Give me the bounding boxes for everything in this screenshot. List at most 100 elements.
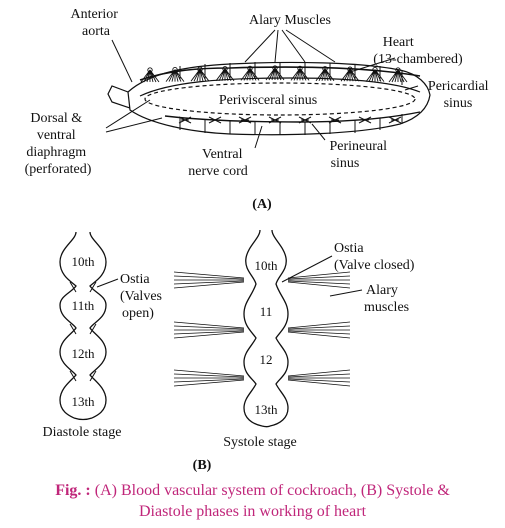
perineural-sinus-label-1: Perineural: [329, 139, 387, 154]
systole-heart: [243, 229, 289, 428]
alary-fan: [190, 68, 210, 82]
systole-ostia-label: Ostia (Valve closed): [334, 241, 415, 273]
ganglion: [328, 116, 342, 124]
ostium-dot: [322, 66, 328, 72]
ostium-dot: [347, 66, 353, 72]
alary-fan: [140, 69, 160, 83]
ganglion: [358, 116, 372, 124]
perineural-sinus-label: Perineural sinus: [329, 139, 390, 171]
systole-alary-muscles: [173, 271, 351, 387]
anterior-aorta-label-1: Anterior: [71, 7, 119, 22]
systole-alary-pointer: [329, 289, 363, 297]
segment-ticks: [179, 62, 403, 135]
ganglion: [178, 116, 192, 124]
ostium-dot: [272, 65, 278, 71]
systole-alary-label-1: Alary: [366, 283, 398, 298]
diastole-ostia-label-2: (Valves: [120, 289, 162, 304]
caption-line-1-text: (A) Blood vascular system of cockroach, …: [90, 482, 450, 499]
segment-inner-line: [139, 77, 421, 97]
diastole-chamber-labels: 10th 11th 12th 13th: [71, 254, 95, 409]
alary-muscle-band: [173, 321, 351, 339]
ganglion: [208, 116, 222, 124]
systole-ostia-label-1: Ostia: [334, 241, 364, 256]
diaphragm-label-1: Dorsal &: [30, 111, 82, 126]
systole-ostia-label-2: (Valve closed): [334, 258, 415, 273]
ostium-dot: [372, 66, 378, 73]
diaphragm-label: Dorsal & ventral diaphragm (perforated): [25, 111, 92, 177]
ventral-nerve-cord-label-1: Ventral: [202, 147, 243, 162]
alary-fan: [315, 68, 335, 82]
alary-fan: [265, 67, 285, 81]
alary-fan: [290, 68, 310, 81]
systole-chamber-12: 12: [260, 352, 273, 367]
systole-chamber-13: 13th: [254, 402, 278, 417]
systole-stage-label: Systole stage: [223, 435, 297, 450]
diaphragm-label-3: diaphragm: [26, 145, 86, 160]
ventral-nerve-cord-label: Ventral nerve cord: [188, 147, 247, 179]
diastole-heart: [59, 231, 107, 421]
diastole-chamber-11: 11th: [72, 298, 95, 313]
perineural-sinus-label-2: sinus: [331, 156, 360, 171]
diastole-chamber-10: 10th: [71, 254, 95, 269]
alary-fan: [215, 68, 235, 82]
heart-label-1: Heart: [383, 35, 414, 50]
systole-chamber-10: 10th: [254, 258, 278, 273]
figure-caption-line-1: Fig. : (A) Blood vascular system of cock…: [0, 482, 505, 500]
diastole-ostia-label-1: Ostia: [120, 272, 150, 287]
alary-fan: [340, 68, 360, 82]
systole-ostia-pointer: [281, 255, 333, 283]
alary-fan: [165, 69, 185, 82]
anterior-aorta: [107, 85, 131, 109]
diastole-ostia-label-3: open): [122, 306, 154, 321]
ganglia: [178, 116, 402, 124]
alary-fan: [240, 68, 260, 81]
ganglion: [238, 116, 252, 124]
systole-chamber-11: 11: [260, 304, 273, 319]
panel-a-pointers: [105, 29, 419, 149]
ganglion: [268, 116, 282, 124]
diaphragm-label-4: (perforated): [25, 162, 92, 177]
diastole-heart-left-wall: [59, 231, 77, 419]
alary-fan: [388, 69, 408, 83]
systole-alary-label: Alary muscles: [364, 283, 409, 315]
caption-prefix: Fig. :: [55, 482, 91, 499]
ostium-dot: [197, 66, 203, 72]
ventral-nerve-cord-label-2: nerve cord: [188, 164, 247, 179]
ostium-dot: [297, 65, 303, 72]
alary-fan: [365, 69, 385, 82]
systole-heart-left-wall: [243, 229, 263, 427]
systole-alary-label-2: muscles: [364, 300, 409, 315]
ostium-dot: [172, 66, 178, 73]
ostium-dot: [395, 67, 401, 73]
diastole-heart-right-wall: [89, 231, 107, 419]
ganglion: [388, 116, 402, 124]
alary-muscles-label: Alary Muscles: [249, 13, 331, 28]
alary-muscle-fans: [140, 65, 408, 83]
pericardial-sinus-label-1: Pericardial: [428, 79, 489, 94]
ostium-dot: [247, 65, 253, 72]
diastole-ostia-label: Ostia (Valves open): [120, 272, 166, 321]
panel-b-label: (B): [193, 458, 212, 473]
perivisceral-sinus-ellipse: [144, 82, 416, 116]
pericardial-sinus-label: Pericardial sinus: [428, 79, 492, 111]
perivisceral-sinus-label: Perivisceral sinus: [219, 93, 317, 108]
anterior-aorta-label: Anterior aorta: [71, 7, 122, 39]
ostium-dot: [222, 66, 228, 72]
pericardial-sinus-label-2: sinus: [444, 96, 473, 111]
anterior-aorta-label-2: aorta: [82, 24, 111, 39]
diastole-ostia-pointer: [96, 278, 119, 288]
panel-a-label: (A): [252, 197, 272, 212]
figure-caption-line-2: Diastole phases in working of heart: [138, 503, 367, 520]
systole-heart-right-wall: [269, 229, 289, 427]
diastole-ostia-valves: [69, 281, 97, 382]
heart-label: Heart (13-chambered): [373, 35, 463, 67]
diaphragm-label-2: ventral: [37, 128, 76, 143]
ganglion: [298, 116, 312, 124]
ventral-nerve-cord: [164, 111, 421, 123]
alary-muscle-band: [173, 369, 351, 387]
heart-label-2: (13-chambered): [373, 52, 463, 67]
systole-chamber-labels: 10th 11 12 13th: [254, 258, 278, 417]
ostium-dot: [147, 67, 153, 73]
alary-muscle-band: [173, 271, 351, 289]
